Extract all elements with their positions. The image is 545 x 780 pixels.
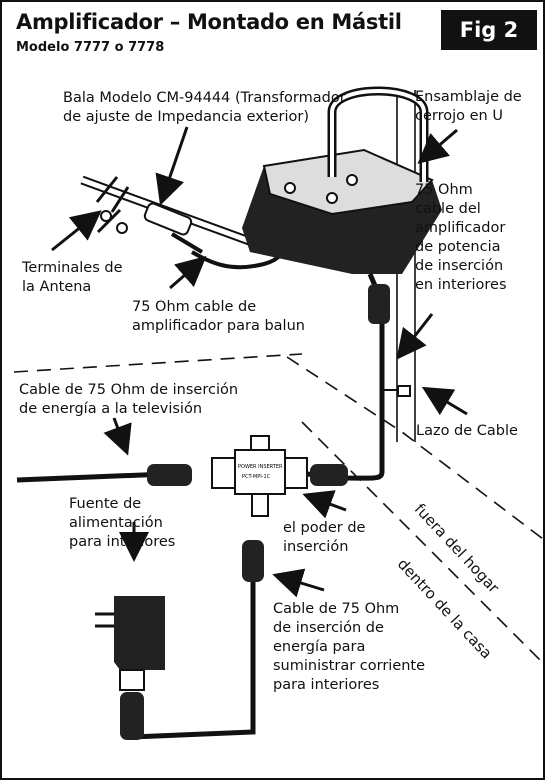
figure-title: Amplificador – Montado en Mástil: [16, 10, 402, 34]
antenna-terminals-label: Terminales de la Antena: [22, 260, 123, 295]
boundary-lines: [13, 353, 543, 665]
power-supply-label: Fuente de alimentación para interiores: [69, 496, 176, 550]
figure-badge: Fig 2: [441, 10, 537, 50]
tv-cable-label: Cable de 75 Ohm de inserción de energía …: [19, 382, 239, 417]
supply-cable: [120, 540, 264, 740]
amplifier-cable-label: 75 Ohm cable del amplificador de potenci…: [415, 182, 507, 293]
tv-cable: [16, 464, 192, 486]
inserter-device-text-2: PCT-MPI-1C: [242, 474, 271, 480]
power-inserter-device: POWER INSERTER PCT-MPI-1C: [211, 435, 308, 517]
inserter-device-text-1: POWER INSERTER: [238, 464, 283, 470]
leader-arrows: [51, 126, 468, 598]
supply-cable-label: Cable de 75 Ohm de inserción de energía …: [273, 601, 426, 693]
amplifier-down-cable: [367, 273, 390, 472]
balun-label: Bala Modelo CM-94444 (Transformador de a…: [63, 90, 346, 125]
amplifier-housing: [242, 148, 442, 274]
balun-cable-label: 75 Ohm cable de amplificador para balun: [132, 299, 305, 334]
balun-transformer: [143, 202, 204, 254]
power-supply: [95, 596, 165, 691]
power-inserter-label: el poder de inserción: [283, 520, 366, 555]
cable-tie-label: Lazo de Cable: [416, 423, 518, 439]
cable-tie: [397, 385, 411, 397]
model-subtitle: Modelo 7777 o 7778: [16, 40, 165, 55]
u-bolt-label: Ensamblaje de cerrojo en U: [415, 89, 522, 124]
